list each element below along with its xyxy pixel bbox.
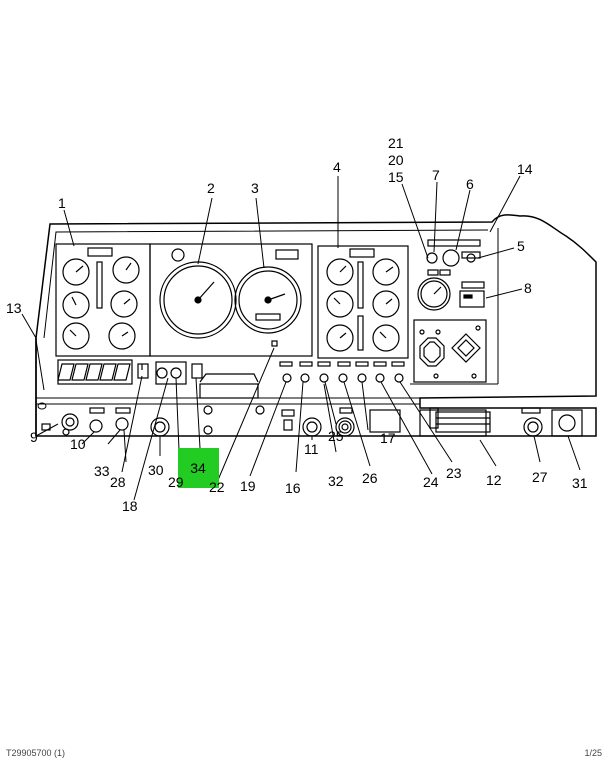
leader-lines: [21, 175, 581, 501]
left-switch-bank: [57, 359, 149, 385]
highlight-label: 34: [190, 460, 206, 476]
callout-13: 13: [6, 300, 22, 316]
callout-24: 24: [423, 474, 439, 490]
callout-14: 14: [517, 161, 533, 177]
callout-19: 19: [240, 478, 256, 494]
callout-22: 22: [209, 479, 225, 495]
lower-switch-area: [155, 361, 405, 435]
callout-9: 9: [30, 429, 38, 445]
center-gauge-panel: [149, 243, 313, 357]
callout-33: 33: [94, 463, 110, 479]
callout-30: 30: [148, 462, 164, 478]
footer-left-code: T29905700 (1): [6, 748, 66, 758]
callout-23: 23: [446, 465, 462, 481]
callout-28: 28: [110, 474, 126, 490]
callout-18: 18: [122, 498, 138, 514]
callout-16: 16: [285, 480, 301, 496]
footer-right-code: 1/25: [584, 748, 602, 758]
callout-21: 21: [388, 135, 404, 151]
callout-12: 12: [486, 472, 502, 488]
callout-3: 3: [251, 180, 259, 196]
bottom-row-controls: [41, 407, 583, 437]
upper-right-panel: [417, 239, 485, 311]
callout-27: 27: [532, 469, 548, 485]
callout-10: 10: [70, 436, 86, 452]
dashboard-outline: [35, 214, 597, 437]
callout-7: 7: [432, 167, 440, 183]
callout-31: 31: [572, 475, 588, 491]
callout-17: 17: [380, 430, 396, 446]
callout-4: 4: [333, 159, 341, 175]
right-box-panel: [413, 319, 487, 383]
callout-numbers: 1 2 3 4 5 6 7 8 9 10 11 12 13 14 15 16 1…: [6, 135, 588, 514]
callout-6: 6: [466, 176, 474, 192]
callout-8: 8: [524, 280, 532, 296]
left-gauge-cluster: [55, 243, 151, 357]
callout-11: 11: [304, 441, 319, 457]
callout-25: 25: [328, 428, 344, 444]
highlight-box: [178, 448, 219, 488]
right-gauge-cluster: [317, 245, 409, 359]
callout-32: 32: [328, 473, 344, 489]
callout-26: 26: [362, 470, 378, 486]
callout-20: 20: [388, 152, 404, 168]
callout-2: 2: [207, 180, 215, 196]
callout-5: 5: [517, 238, 525, 254]
callout-29: 29: [168, 474, 184, 490]
callout-1: 1: [58, 195, 66, 211]
callout-15: 15: [388, 169, 404, 185]
